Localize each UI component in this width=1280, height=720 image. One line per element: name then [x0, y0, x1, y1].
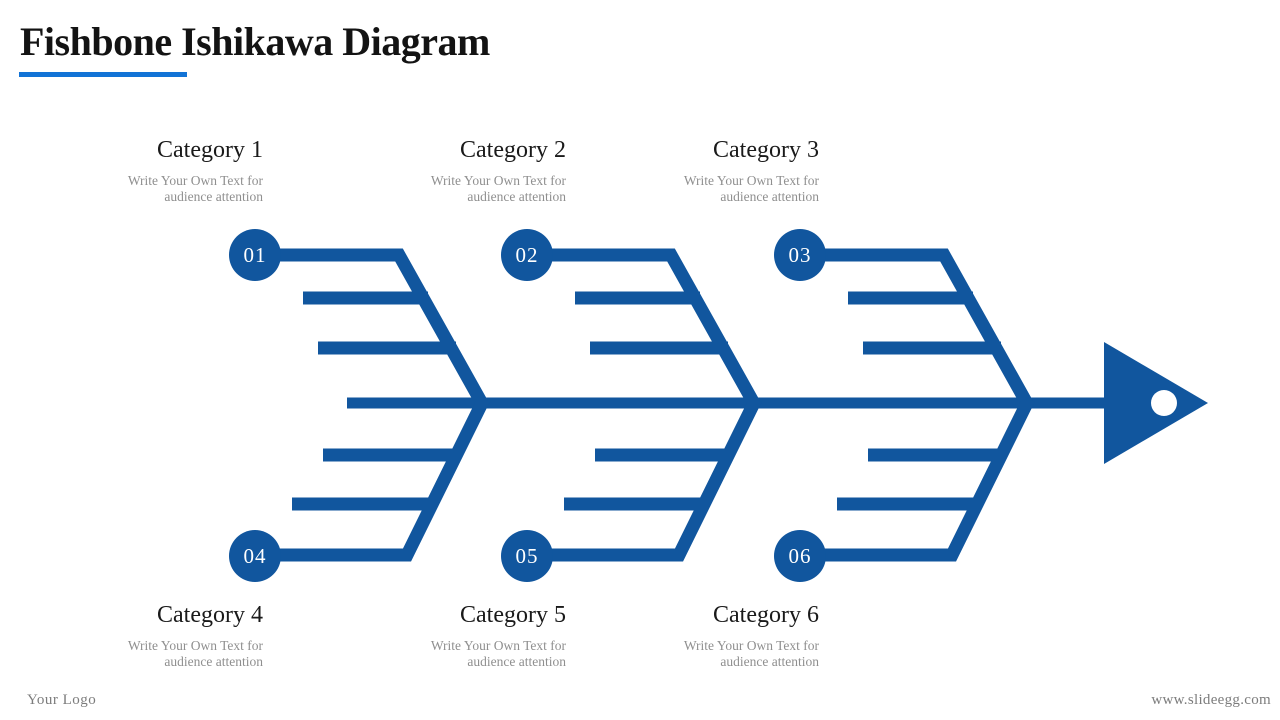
category-title: Category 4 — [157, 602, 263, 628]
category-title: Category 3 — [713, 137, 819, 163]
logo-placeholder-text: Your Logo — [27, 692, 97, 708]
category-description: Write Your Own Text for audience attenti… — [416, 638, 566, 669]
category-block-6: Category 6 Write Your Own Text for audie… — [669, 601, 819, 669]
step-number: 04 — [243, 543, 267, 568]
bottom-bone-6 — [800, 396, 1035, 562]
category-block-5: Category 5 Write Your Own Text for audie… — [416, 601, 566, 669]
category-description-line: Write Your Own Text for — [127, 638, 263, 653]
category-description: Write Your Own Text for audience attenti… — [669, 638, 819, 669]
category-description-line: audience attention — [467, 188, 566, 204]
category-description-line: Write Your Own Text for — [430, 638, 566, 653]
category-description-line: Write Your Own Text for — [683, 173, 819, 188]
category-title: Category 6 — [713, 602, 819, 628]
category-description: Write Your Own Text for audience attenti… — [113, 638, 263, 669]
category-description-line: Write Your Own Text for — [430, 173, 566, 188]
top-bone-2 — [527, 248, 762, 411]
category-description-line: audience attention — [720, 188, 819, 204]
category-description-line: Write Your Own Text for — [127, 173, 263, 188]
step-number: 03 — [788, 242, 812, 267]
step-circle-05: 05 — [501, 530, 553, 582]
category-description: Write Your Own Text for audience attenti… — [113, 173, 263, 204]
category-description: Write Your Own Text for audience attenti… — [669, 173, 819, 204]
step-number: 06 — [788, 543, 812, 568]
category-description: Write Your Own Text for audience attenti… — [416, 173, 566, 204]
top-bone-1 — [255, 248, 490, 411]
category-title: Category 2 — [460, 137, 566, 163]
top-bone-3 — [800, 248, 1035, 411]
website-url-text: www.slideegg.com — [1151, 692, 1271, 708]
step-circle-01: 01 — [229, 229, 281, 281]
page-title: Fishbone Ishikawa Diagram — [20, 19, 490, 64]
category-description-line: audience attention — [164, 188, 263, 204]
step-number: 05 — [515, 543, 539, 568]
step-circle-03: 03 — [774, 229, 826, 281]
category-block-3: Category 3 Write Your Own Text for audie… — [669, 136, 819, 204]
title-underline — [19, 72, 187, 77]
bottom-bone-5 — [527, 396, 762, 562]
category-block-2: Category 2 Write Your Own Text for audie… — [416, 136, 566, 204]
category-block-4: Category 4 Write Your Own Text for audie… — [113, 601, 263, 669]
step-circle-06: 06 — [774, 530, 826, 582]
category-title: Category 1 — [157, 137, 263, 163]
step-circle-04: 04 — [229, 530, 281, 582]
bottom-bone-4 — [255, 396, 490, 562]
category-description-line: audience attention — [164, 653, 263, 669]
category-title: Category 5 — [460, 602, 566, 628]
fish-eye-dot — [1151, 390, 1177, 416]
category-block-1: Category 1 Write Your Own Text for audie… — [113, 136, 263, 204]
step-number: 01 — [243, 242, 267, 267]
category-description-line: audience attention — [720, 653, 819, 669]
step-circle-02: 02 — [501, 229, 553, 281]
category-description-line: audience attention — [467, 653, 566, 669]
step-number: 02 — [515, 242, 539, 267]
category-description-line: Write Your Own Text for — [683, 638, 819, 653]
